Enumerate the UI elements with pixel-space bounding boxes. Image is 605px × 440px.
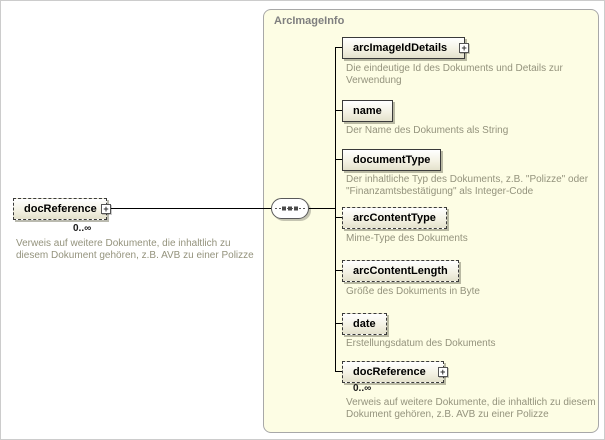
element-label: arcContentLength <box>353 265 448 277</box>
element-annotation: Erstellungsdatum des Dokuments <box>346 338 496 349</box>
connector-stub <box>335 47 343 48</box>
element-label: documentType <box>353 154 431 166</box>
complex-type-title: ArcImageInfo <box>274 15 345 27</box>
element-arcContentType[interactable]: arcContentType <box>342 207 447 229</box>
expand-icon[interactable]: + <box>459 43 470 53</box>
element-docReference-root[interactable]: docReference + <box>13 198 111 220</box>
element-annotation: Die eindeutige Id des Dokuments und Deta… <box>346 63 563 86</box>
element-label: arcImageIdDetails <box>353 42 448 54</box>
connector-line <box>107 208 271 209</box>
expand-icon[interactable]: + <box>101 204 111 214</box>
element-annotation: Mime-Type des Dokuments <box>346 233 468 244</box>
element-annotation: Verweis auf weitere Dokumente, die inhal… <box>346 397 596 420</box>
element-name[interactable]: name <box>342 100 393 122</box>
cardinality-label: 0..∞ <box>353 383 372 394</box>
connector-stub <box>335 110 343 111</box>
element-annotation: Der Name des Dokuments als String <box>346 125 509 136</box>
element-label: name <box>353 105 382 117</box>
connector-stub <box>335 270 343 271</box>
element-arcImageIdDetails[interactable]: arcImageIdDetails + <box>342 37 470 59</box>
element-annotation: Größe des Dokuments in Byte <box>346 286 480 297</box>
connector-stub <box>335 323 343 324</box>
element-label: docReference <box>353 366 426 378</box>
element-annotation: Verweis auf weitere Dokumente, die inhal… <box>16 238 254 261</box>
element-label: date <box>353 318 376 330</box>
connector-line <box>308 208 336 209</box>
expand-icon[interactable]: + <box>437 367 448 377</box>
connector-trunk-line <box>335 47 336 372</box>
element-date[interactable]: date <box>342 313 387 335</box>
element-documentType[interactable]: documentType <box>342 149 442 171</box>
connector-stub <box>335 371 343 372</box>
element-label: docReference <box>24 203 97 215</box>
sequence-compositor-icon[interactable] <box>271 198 311 220</box>
element-arcContentLength[interactable]: arcContentLength <box>342 260 459 282</box>
connector-stub <box>335 159 343 160</box>
sequence-icon <box>271 198 309 219</box>
cardinality-label: 0..∞ <box>73 223 92 234</box>
element-label: arcContentType <box>353 212 436 224</box>
connector-stub <box>335 217 343 218</box>
element-annotation: Der inhaltliche Typ des Dokuments, z.B. … <box>346 174 589 197</box>
element-docReference-child[interactable]: docReference + <box>342 361 448 383</box>
